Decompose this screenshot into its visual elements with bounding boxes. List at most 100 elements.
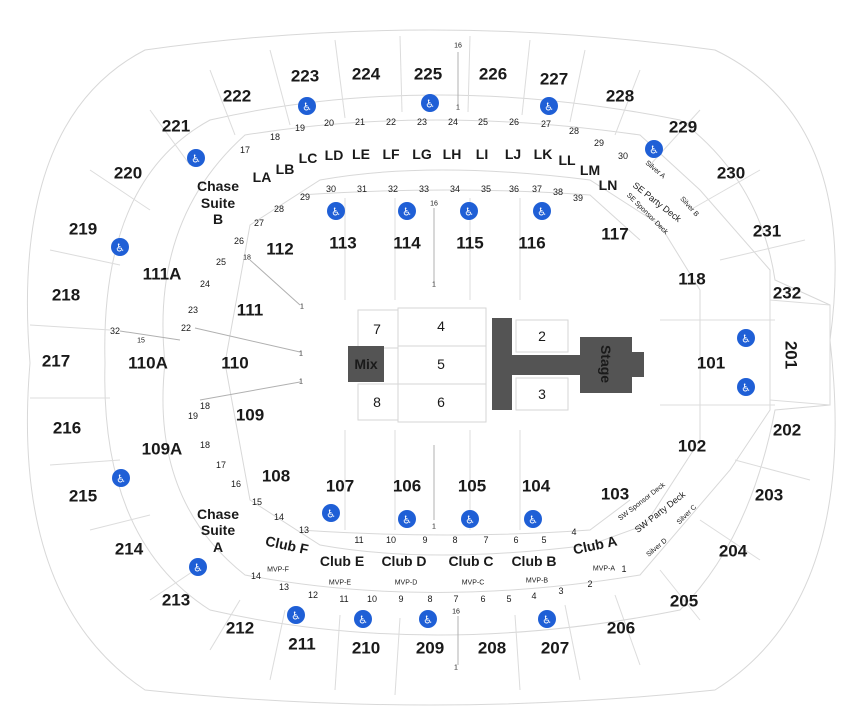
section-220: 220: [114, 164, 142, 183]
row-number: 35: [481, 184, 491, 194]
svg-text:♿: ♿: [302, 101, 312, 114]
section-224: 224: [352, 65, 381, 84]
section-227: 227: [540, 70, 568, 89]
section-202: 202: [773, 421, 801, 440]
mvp-e: MVP-E: [329, 580, 352, 587]
row-number: 25: [216, 257, 226, 267]
aisle-marker: 1: [300, 304, 304, 311]
wheelchair-icon: ♿: [112, 469, 130, 487]
section-105: 105: [458, 477, 486, 496]
aisle-marker: 16: [430, 201, 438, 208]
floor-section-8[interactable]: [357, 383, 399, 421]
row-number: 36: [509, 184, 519, 194]
svg-text:♿: ♿: [402, 206, 412, 219]
suite-la: LA: [253, 169, 272, 185]
svg-text:♿: ♿: [326, 508, 336, 521]
svg-text:♿: ♿: [402, 514, 412, 527]
svg-text:♿: ♿: [331, 206, 341, 219]
row-number: 2: [587, 579, 592, 589]
row-number: 9: [422, 535, 427, 545]
wheelchair-icon: ♿: [398, 202, 416, 220]
floor-section-5[interactable]: [397, 345, 487, 385]
section-214: 214: [115, 540, 144, 559]
section-113: 113: [329, 234, 356, 253]
row-number: 15: [252, 497, 262, 507]
wheelchair-icon: ♿: [354, 610, 372, 628]
stage-thrust: [492, 318, 644, 410]
svg-text:♿: ♿: [542, 614, 552, 627]
floor-section-3[interactable]: [515, 377, 569, 411]
club-f: Club F: [264, 533, 310, 558]
section-222: 222: [223, 87, 251, 106]
section-118: 118: [678, 270, 705, 289]
svg-text:♿: ♿: [649, 144, 659, 157]
floor: [348, 307, 644, 423]
section-229: 229: [669, 118, 697, 137]
floor-section-5-label: 5: [437, 356, 445, 372]
row-number: 30: [618, 151, 628, 161]
row-number: 29: [300, 192, 310, 202]
row-number: 17: [216, 460, 226, 470]
svg-text:♿: ♿: [465, 514, 475, 527]
aisle-marker: 16: [452, 609, 460, 616]
suite-lk: LK: [534, 146, 553, 162]
aisle-lines: [119, 52, 459, 665]
floor-section-2[interactable]: [515, 319, 569, 353]
row-number: 33: [419, 184, 429, 194]
row-number: 14: [274, 512, 284, 522]
svg-text:♿: ♿: [741, 382, 751, 395]
stage-label: Stage: [598, 345, 614, 383]
row-number: 24: [200, 279, 210, 289]
row-number: 29: [594, 138, 604, 148]
mvp-a: MVP-A: [593, 566, 616, 573]
section-226: 226: [479, 65, 507, 84]
row-number: 16: [231, 479, 241, 489]
floor-section-8-label: 8: [373, 394, 381, 410]
row-number: 18: [200, 440, 210, 450]
section-231: 231: [753, 222, 781, 241]
aisle-marker: 16: [454, 43, 462, 50]
row-number: 11: [339, 594, 348, 604]
wheelchair-icon: ♿: [327, 202, 345, 220]
section-110: 110: [221, 354, 248, 373]
chase-suite-b: B: [213, 211, 223, 227]
aisle-marker: 1: [299, 379, 303, 386]
floor-section-4[interactable]: [397, 307, 487, 347]
silver-a: Silver A: [644, 160, 667, 181]
section-225: 225: [414, 65, 442, 84]
club-d: Club D: [381, 553, 426, 569]
svg-text:♿: ♿: [191, 153, 201, 166]
suite-lc: LC: [299, 150, 318, 166]
row-number: 9: [398, 594, 403, 604]
section-108: 108: [262, 467, 290, 486]
row-number: 12: [308, 590, 318, 600]
row-number: 4: [531, 591, 536, 601]
row-number: 22: [386, 117, 396, 127]
suite-lg: LG: [412, 146, 432, 162]
wheelchair-icon: ♿: [540, 97, 558, 115]
row-number: 17: [240, 145, 250, 155]
aisle-marker: 1: [432, 282, 436, 289]
row-number: 28: [274, 204, 284, 214]
wheelchair-icon: ♿: [421, 94, 439, 112]
row-number: 7: [453, 594, 458, 604]
mix-position: [348, 346, 384, 382]
row-number: 32: [110, 326, 120, 336]
club-e: Club E: [320, 553, 364, 569]
mvp-f: MVP-F: [267, 567, 289, 574]
section-210: 210: [352, 639, 380, 658]
row-number: 18: [270, 132, 280, 142]
suite-ln: LN: [599, 177, 618, 193]
svg-text:♿: ♿: [425, 98, 435, 111]
row-number: 10: [386, 535, 396, 545]
suite-li: LI: [476, 146, 488, 162]
section-219: 219: [69, 220, 97, 239]
section-212: 212: [226, 619, 254, 638]
row-number: 8: [452, 535, 457, 545]
floor-section-6[interactable]: [397, 383, 487, 423]
wheelchair-icon: ♿: [524, 510, 542, 528]
floor-section-7[interactable]: [357, 309, 399, 349]
suite-lj: LJ: [505, 146, 521, 162]
